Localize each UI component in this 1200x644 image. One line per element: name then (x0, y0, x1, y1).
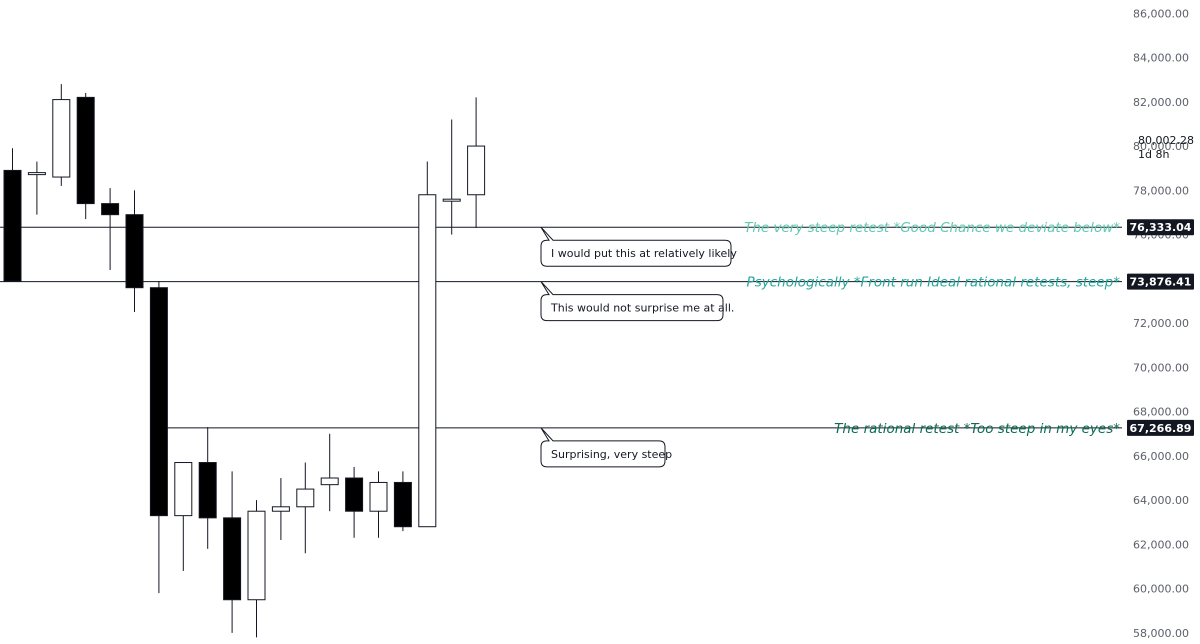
level-price-label: 76,333.04 (1130, 221, 1192, 234)
callout-box (540, 226, 732, 267)
candle (125, 190, 144, 313)
callout: Surprising, very steep (540, 427, 672, 468)
callout: I would put this at relatively likely (540, 226, 737, 267)
candle-body-up (442, 198, 461, 202)
candle-body-up (247, 510, 266, 601)
y-tick-label: 58,000.00 (1133, 627, 1189, 640)
candle (27, 161, 46, 215)
candle-body-down (76, 96, 95, 205)
price-axis-background (1126, 0, 1200, 644)
candles (3, 84, 486, 638)
callout: This would not surprise me at all. (540, 281, 734, 322)
candle (52, 84, 71, 186)
candle-body-down (345, 477, 364, 512)
callout-box (540, 427, 666, 468)
candle-body-up (320, 477, 339, 486)
candle (101, 188, 120, 270)
candle-body-down (198, 462, 217, 519)
candle-body-up (296, 488, 315, 508)
callout-text: I would put this at relatively likely (551, 247, 737, 260)
bar-countdown: 1d 8h (1138, 148, 1169, 161)
y-tick-label: 66,000.00 (1133, 450, 1189, 463)
level-price-tag (1127, 419, 1194, 436)
candle-body-up (467, 145, 486, 196)
candle (369, 471, 388, 538)
candle-body-up (52, 99, 71, 178)
candle-body-up (174, 462, 193, 517)
candle (345, 466, 364, 538)
candle-body-down (149, 287, 168, 517)
candle (296, 462, 315, 554)
price-axis[interactable]: 58,000.00 60,000.00 62,000.00 64,000.00 66,0… (1126, 0, 1200, 644)
y-tick-label: 64,000.00 (1133, 494, 1189, 507)
candle-body-up (369, 481, 388, 512)
candle-body-down (3, 169, 22, 282)
candle (198, 427, 217, 549)
candle-body-down (125, 214, 144, 289)
y-tick-label: 78,000.00 (1133, 184, 1189, 197)
candle (442, 119, 461, 235)
level-price-label: 67,266.89 (1130, 422, 1192, 435)
y-tick-label: 80,000.00 (1133, 140, 1189, 153)
candle-body-up (418, 194, 437, 528)
candle-body-down (223, 517, 242, 601)
y-tick-label: 62,000.00 (1133, 538, 1189, 551)
y-tick-label: 70,000.00 (1133, 361, 1189, 374)
y-tick-label: 82,000.00 (1133, 96, 1189, 109)
candle (76, 92, 95, 220)
y-tick-label: 84,000.00 (1133, 52, 1189, 65)
y-tick-label: 60,000.00 (1133, 583, 1189, 596)
candle (467, 97, 486, 228)
level-notes: The very steep retest *Good Chance we de… (744, 220, 1120, 437)
level-price-label: 73,876.41 (1130, 276, 1192, 289)
candle-body-down (393, 481, 412, 528)
y-tick-label: 68,000.00 (1133, 406, 1189, 419)
callout-text: Surprising, very steep (551, 448, 672, 461)
candle-body-down (101, 203, 120, 216)
candle (247, 500, 266, 638)
level-price-tag (1127, 219, 1194, 236)
level-note: Psychologically *Front run Ideal rationa… (747, 275, 1121, 291)
candle (418, 161, 437, 528)
level-note: The rational retest *Too steep in my eye… (834, 421, 1120, 437)
level-price-tag (1127, 273, 1194, 290)
candle-body-up (271, 506, 290, 512)
callouts: I would put this at relatively likelyThi… (540, 226, 737, 468)
y-tick-label: 86,000.00 (1133, 7, 1189, 20)
level-note: The very steep retest *Good Chance we de… (744, 220, 1120, 236)
candle (3, 148, 22, 282)
candle (174, 462, 193, 571)
candle (149, 281, 168, 594)
candle (393, 471, 412, 532)
horizontal-levels (0, 226, 1122, 429)
callout-box (540, 281, 724, 322)
candle (271, 478, 290, 540)
candle-body-up (27, 172, 46, 176)
y-tick-label: 72,000.00 (1133, 317, 1189, 330)
callout-text: This would not surprise me at all. (550, 302, 734, 315)
candle (320, 433, 339, 512)
current-price-label: 80,002.28 (1138, 134, 1194, 147)
candle (223, 471, 242, 633)
